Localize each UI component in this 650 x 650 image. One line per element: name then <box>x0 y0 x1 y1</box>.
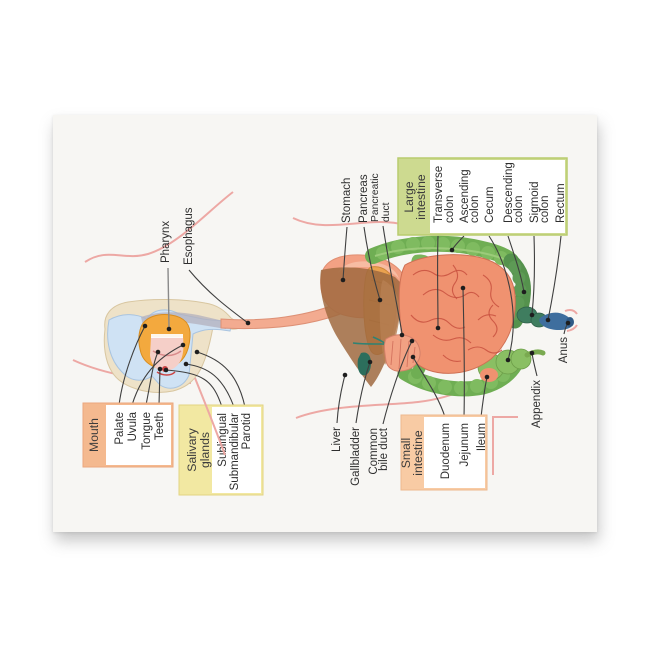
small-intestine-box-panel <box>424 417 485 488</box>
upper-teeth <box>151 334 183 338</box>
salivary-box-title-1: Salivary <box>185 427 199 471</box>
label-descending-colon-1: Descending <box>503 162 515 223</box>
appendix-shape <box>524 349 546 358</box>
large-intestine-label-box: Large intestine Transverse colon Ascendi… <box>397 157 568 236</box>
label-rectum: Rectum <box>555 183 567 223</box>
label-appendix: Appendix <box>531 380 543 428</box>
label-uvula: Uvula <box>127 411 139 441</box>
large-intestine-box-title-2: intestine <box>414 174 428 220</box>
postcard: Pharynx Esophagus Stomach Pancreas Pancr… <box>53 115 597 532</box>
label-pancreas: Pancreas <box>358 174 370 223</box>
label-liver: Liver <box>331 427 343 452</box>
free-labels-top: Pharynx Esophagus Stomach Pancreas Pancr… <box>160 173 392 265</box>
mouth-label-box: Mouth Palate Uvula Tongue Teeth <box>82 402 174 468</box>
small-intestine-box-title-1: Small <box>399 438 413 468</box>
label-teeth: Teeth <box>154 412 166 440</box>
label-sigmoid-colon-2: colon <box>539 196 551 224</box>
duodenum-shape <box>383 334 421 372</box>
label-pancreatic-duct-2: duct <box>381 202 392 222</box>
leader-lines <box>118 225 571 425</box>
large-intestine-box-title-1: Large <box>402 181 416 212</box>
rectum-anus-shape <box>539 309 578 332</box>
salivary-box-title-2: glands <box>198 432 212 468</box>
label-ascending-colon-2: colon <box>469 196 481 224</box>
terminal-ileum <box>480 368 498 382</box>
label-pancreatic-duct-1: Pancreatic <box>370 173 381 222</box>
label-tongue: Tongue <box>141 412 153 450</box>
body-outline-overlays <box>194 377 518 475</box>
digestive-system-diagram: Pharynx Esophagus Stomach Pancreas Pancr… <box>72 157 578 496</box>
free-labels-bottom: Liver Gallbladder Common bile duct Appen… <box>331 337 570 486</box>
label-anus: Anus <box>558 337 570 363</box>
label-ileum: Ileum <box>476 423 488 451</box>
label-pharynx: Pharynx <box>160 221 172 263</box>
label-palate: Palate <box>114 412 126 445</box>
small-intestine-shape <box>398 254 516 382</box>
large-intestine-box-panel <box>430 160 565 233</box>
label-common-bile-duct-2: bile duct <box>378 427 390 471</box>
label-submandibular: Submandibular <box>229 413 241 491</box>
label-descending-colon-2: colon <box>513 196 525 224</box>
label-cecum: Cecum <box>484 187 496 223</box>
small-intestine-box-title-2: intestine <box>411 430 425 476</box>
small-intestine-label-box: Small intestine Duodenum Jejunum Ileum <box>399 414 488 491</box>
label-transverse-colon-1: Transverse <box>433 166 445 223</box>
intestine-squiggles <box>410 264 503 362</box>
label-sigmoid-colon-1: Sigmoid <box>529 181 541 223</box>
label-transverse-colon-2: colon <box>444 196 456 224</box>
mouth-box-title: Mouth <box>87 418 101 452</box>
label-jejunum: Jejunum <box>459 423 471 466</box>
salivary-box-panel <box>212 407 261 493</box>
label-stomach: Stomach <box>341 178 353 223</box>
label-ascending-colon-1: Ascending <box>459 169 471 223</box>
salivary-glands-label-box: Salivary glands Sublingual Submandibular… <box>178 404 264 496</box>
label-sublingual: Sublingual <box>217 413 229 467</box>
mouth-box-panel <box>106 405 171 465</box>
label-common-bile-duct-1: Common <box>368 428 380 475</box>
lips-line <box>156 371 176 376</box>
label-parotid: Parotid <box>241 413 253 449</box>
tongue-line <box>152 350 182 357</box>
label-esophagus: Esophagus <box>183 207 195 265</box>
label-duodenum: Duodenum <box>440 423 452 479</box>
label-gallbladder: Gallbladder <box>350 427 362 486</box>
